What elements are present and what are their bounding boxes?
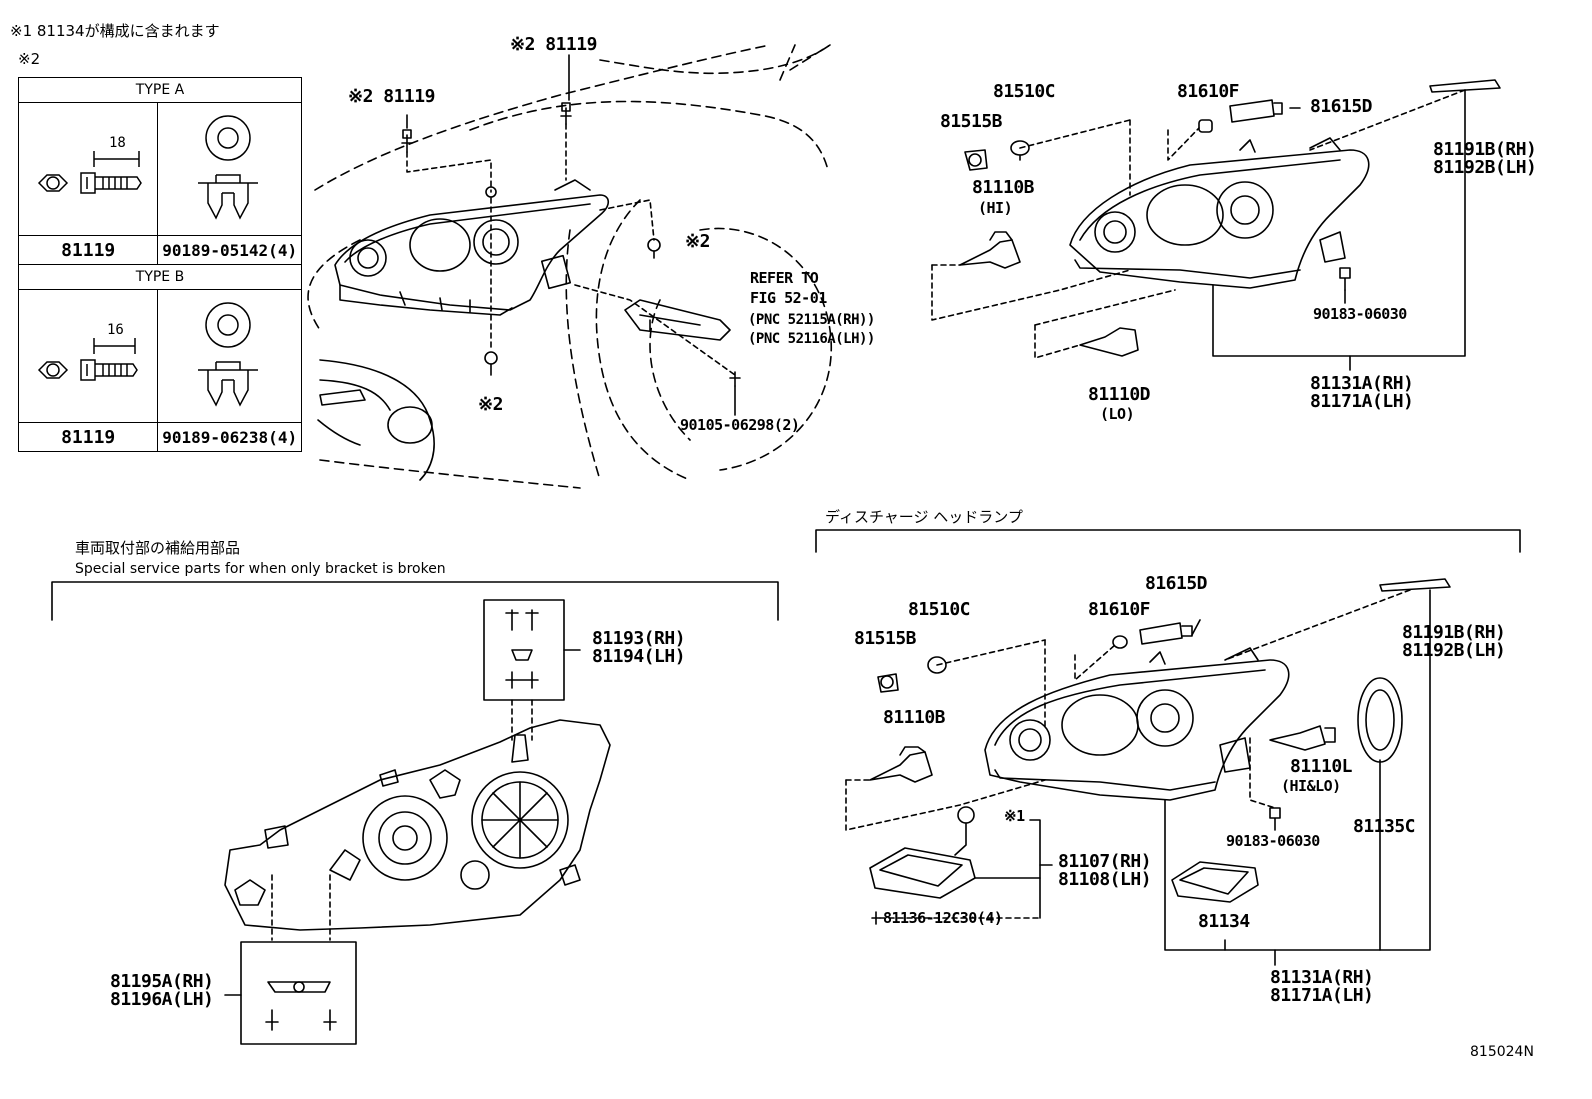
label-81110d: 81110D [1088,384,1151,405]
bulbs-top-right [959,79,1501,357]
label-81192b-bottom: 81192B(LH) [1402,640,1506,661]
leader-lines-top-left [406,123,736,376]
label-90183-06030-bottom: 90183-06030 [1226,832,1320,850]
clip-icon [198,115,259,220]
label-81110b-bottom: 81110B [883,707,946,728]
label-90105-06298: 90105-06298(2) [680,416,800,434]
title-bracket-repair-jp: 車両取付部の補給用部品 [75,539,241,557]
fastener-type-table: TYPE A 18 [17,77,302,452]
headlamp-rear-view [224,719,611,931]
type-a-clip-part-number: 90189-05142(4) [157,235,302,265]
title-bracket-repair-en: Special service parts for when only brac… [75,561,446,577]
label-81195a: 81195A(RH) [110,971,214,992]
type-a-clip-drawing [157,102,302,236]
headlamp-assembly-bottom-right [984,647,1290,801]
label-clip-bottom: ※2 [478,394,503,415]
label-81615d-bottom: 81615D [1145,573,1208,594]
label-81171a-top: 81171A(LH) [1310,391,1414,412]
type-b-title: TYPE B [18,264,302,290]
title-discharge-headlamp: ディスチャージ ヘッドランプ [825,508,1023,526]
label-fig-52-01: FIG 52-01 [750,289,827,307]
parts-81195 [265,981,337,1031]
label-81110l-hi-lo: (HI&LO) [1281,777,1341,795]
label-81119-left: ※2 81119 [348,86,435,107]
label-81610f-top: 81610F [1177,81,1240,102]
note-81134-included: ※1 81134が構成に含まれます [10,22,220,40]
label-81119-top: ※2 81119 [510,34,597,55]
type-b-bolt-part-number: 81119 [17,422,159,452]
bolt-icon: 18 [37,135,142,194]
label-81110b-hi: (HI) [978,199,1013,217]
label-90183-06030-top: 90183-06030 [1313,305,1407,323]
leader-lines-bottom-right [845,589,1411,919]
fasteners-top-left [401,102,661,376]
label-81110b-top: 81110B [972,177,1035,198]
screw-90105 [729,371,741,387]
label-81108: 81108(LH) [1058,869,1152,890]
label-81131a-top: 81131A(RH) [1310,373,1414,394]
label-81515b-top: 81515B [940,111,1003,132]
label-pnc-52115a: (PNC 52115A(RH)) [748,312,875,328]
label-81615d-top: 81615D [1310,96,1373,117]
bracket-bottom-left [51,581,779,621]
label-81194: 81194(LH) [592,646,686,667]
bracket-fig52 [624,299,731,341]
label-81191b-bottom: 81191B(RH) [1402,622,1506,643]
bumper-outline [317,359,435,481]
headlamp-assembly-top-left [334,179,610,316]
label-81110l: 81110L [1290,756,1353,777]
label-81136-12c30: 81136-12C30(4) [883,909,1003,927]
label-81193: 81193(RH) [592,628,686,649]
label-note-1: ※1 [1004,807,1025,825]
label-pnc-52116a: (PNC 52116A(LH)) [748,331,875,347]
bolt-icon: 16 [37,322,138,381]
label-refer-to: REFER TO [750,269,819,287]
vehicle-body-outline [307,44,833,489]
type-b-clip-part-number: 90189-06238(4) [157,422,302,452]
leader-lines-top-right [931,89,1466,359]
label-81135c: 81135C [1353,816,1416,837]
label-81510c-bottom: 81510C [908,599,971,620]
type-a-bolt-part-number: 81119 [17,235,159,265]
type-b-dimension: 16 [107,322,124,338]
solid-leaders-top-right [1019,89,1466,371]
type-b-clip-drawing [157,289,302,423]
clip-icon [198,302,259,407]
note-mark-2: ※2 [18,50,41,68]
type-a-bolt-drawing: 18 [17,102,159,236]
label-81196a: 81196A(LH) [110,989,214,1010]
headlamp-assembly-top-right [1069,137,1370,289]
label-81110d-lo: (LO) [1100,405,1135,423]
label-81510c-top: 81510C [993,81,1056,102]
bracket-bottom-right [815,529,1521,553]
label-81192b-top: 81192B(LH) [1433,157,1537,178]
figure-id: 815024N [1470,1044,1534,1060]
label-81171a-bottom: 81171A(LH) [1270,985,1374,1006]
label-81131a-bottom: 81131A(RH) [1270,967,1374,988]
label-81191b-top: 81191B(RH) [1433,139,1537,160]
type-a-title: TYPE A [18,77,302,103]
bulbs-bottom-right [869,578,1451,925]
box-81195 [240,941,357,1045]
label-81134: 81134 [1198,911,1250,932]
type-b-bolt-drawing: 16 [17,289,159,423]
label-81610f-bottom: 81610F [1088,599,1151,620]
screws-81193 [505,609,539,689]
label-clip-right: ※2 [685,231,710,252]
label-81107: 81107(RH) [1058,851,1152,872]
solid-leaders-bottom-right [974,589,1431,966]
type-a-dimension: 18 [109,135,126,151]
label-81515b-bottom: 81515B [854,628,917,649]
